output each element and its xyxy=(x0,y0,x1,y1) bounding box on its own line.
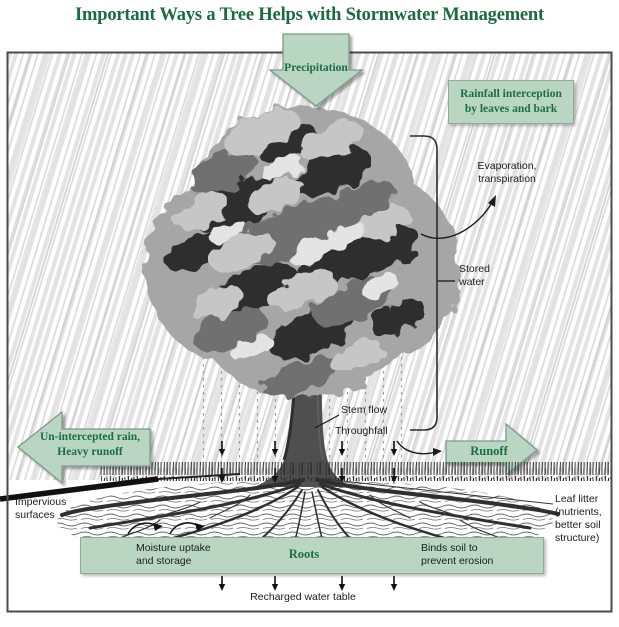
page-title: Important Ways a Tree Helps with Stormwa… xyxy=(75,5,544,25)
impervious-surface-line xyxy=(0,473,241,502)
unintercepted-arrow-icon xyxy=(16,410,151,485)
runoff-label: Runoff xyxy=(470,444,508,458)
evaporation-label: Evaporation, transpiration xyxy=(477,160,537,186)
tree-canopy xyxy=(145,107,460,398)
throughfall-label: Throughfall xyxy=(335,425,388,437)
leaf-litter-leader-line xyxy=(314,477,554,505)
roots-bar: Moisture uptake and storage Roots Binds … xyxy=(80,537,544,574)
impervious-surfaces-label: Impervious surfaces xyxy=(15,496,67,522)
stored-water-bracket xyxy=(410,135,455,431)
unintercepted-rain-label: Un-intercepted rain, Heavy runoff xyxy=(39,431,141,458)
stem-flow-label: Stem flow xyxy=(341,404,388,416)
evaporation-arrow-icon xyxy=(420,195,496,239)
binds-soil-label: Binds soil to prevent erosion xyxy=(421,542,494,568)
stem-flow-leader-line xyxy=(314,414,340,429)
to-runoff-arrow-icon xyxy=(396,440,442,456)
leaf-litter-label: Leaf litter (nutrients, better soil stru… xyxy=(555,493,602,545)
precipitation-label: Precipitation xyxy=(284,62,348,74)
roots-label: Roots xyxy=(288,547,320,561)
rainfall-interception-label: Rainfall interception by leaves and bark xyxy=(460,88,562,115)
moisture-uptake-label: Moisture uptake and storage xyxy=(136,542,211,568)
recharged-water-table-label: Recharged water table xyxy=(250,591,356,603)
stored-water-label: Stored water xyxy=(459,263,490,289)
moisture-uptake-arrow-icons xyxy=(127,522,205,535)
grass-band xyxy=(100,462,612,481)
precipitation-arrow-icon xyxy=(268,33,364,107)
rainfall-interception-box: Rainfall interception by leaves and bark xyxy=(448,80,574,124)
